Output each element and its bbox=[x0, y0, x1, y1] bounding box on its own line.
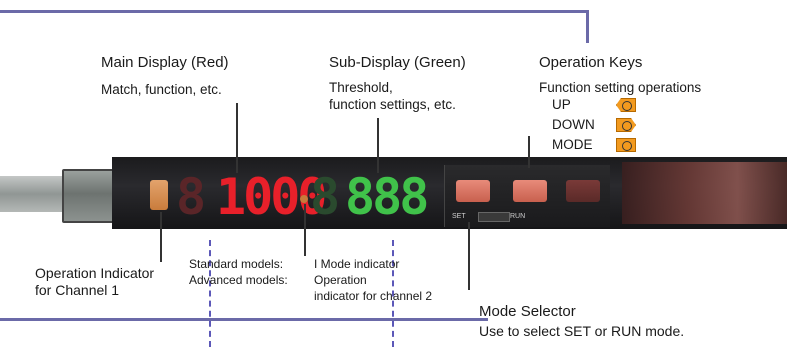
advanced-models-value-line1: Operation bbox=[314, 273, 367, 287]
main-display-dim-digit: 8 bbox=[176, 168, 206, 226]
mode-indicator-leader bbox=[304, 204, 306, 256]
frame-top-line bbox=[0, 10, 589, 13]
mode-key-label: MODE bbox=[552, 137, 593, 152]
operation-keys-leader bbox=[528, 136, 530, 168]
main-display-desc: Match, function, etc. bbox=[101, 82, 222, 97]
operation-keys-title: Operation Keys bbox=[539, 54, 643, 71]
switch-set-label: SET bbox=[452, 213, 466, 220]
standard-models-value: I Mode indicator bbox=[314, 257, 400, 271]
mode-selector-title: Mode Selector bbox=[479, 303, 576, 320]
sub-display-desc-line1: Threshold, bbox=[329, 80, 393, 95]
mode-selector-leader bbox=[468, 222, 470, 290]
square-key-icon bbox=[616, 138, 636, 152]
dashed-guide-left bbox=[209, 240, 211, 347]
down-key-label: DOWN bbox=[552, 117, 595, 132]
hardware-mode-key[interactable] bbox=[566, 180, 600, 202]
main-display-leader bbox=[236, 103, 238, 173]
frame-right-line bbox=[586, 10, 589, 43]
up-key-label: UP bbox=[552, 97, 571, 112]
dashed-guide-right bbox=[392, 240, 394, 347]
sub-display-title: Sub-Display (Green) bbox=[329, 54, 466, 71]
main-display-title: Main Display (Red) bbox=[101, 54, 229, 71]
operation-keys-desc: Function setting operations bbox=[539, 80, 702, 95]
hardware-up-key[interactable] bbox=[456, 180, 490, 202]
amplifier-cover bbox=[622, 162, 787, 224]
operation-indicator-line2: for Channel 1 bbox=[35, 282, 120, 298]
standard-models-label: Standard models: bbox=[189, 257, 284, 271]
sub-display-dim-digit: 8 bbox=[310, 168, 340, 226]
cable-connector bbox=[62, 169, 116, 223]
right-arrow-key-icon bbox=[616, 118, 636, 132]
advanced-models-value-line2: indicator for channel 2 bbox=[314, 289, 433, 303]
switch-run-label: RUN bbox=[510, 213, 526, 220]
sub-display-desc-line2: function settings, etc. bbox=[329, 97, 456, 112]
operation-indicator-led bbox=[150, 180, 168, 210]
left-arrow-key-icon bbox=[616, 98, 636, 112]
main-display-digits: 1000 bbox=[216, 168, 327, 226]
operation-indicator-line1: Operation Indicator bbox=[35, 265, 155, 281]
advanced-models-label: Advanced models: bbox=[189, 273, 288, 287]
hardware-down-key[interactable] bbox=[513, 180, 547, 202]
mode-selector-switch[interactable] bbox=[478, 212, 510, 222]
sub-display-digits: 888 bbox=[345, 168, 429, 226]
operation-indicator-leader bbox=[160, 212, 162, 262]
mode-selector-desc: Use to select SET or RUN mode. bbox=[479, 323, 685, 339]
mode-indicator-dot bbox=[300, 195, 308, 203]
sub-display-leader bbox=[377, 118, 379, 173]
frame-bottom-line bbox=[0, 318, 488, 321]
